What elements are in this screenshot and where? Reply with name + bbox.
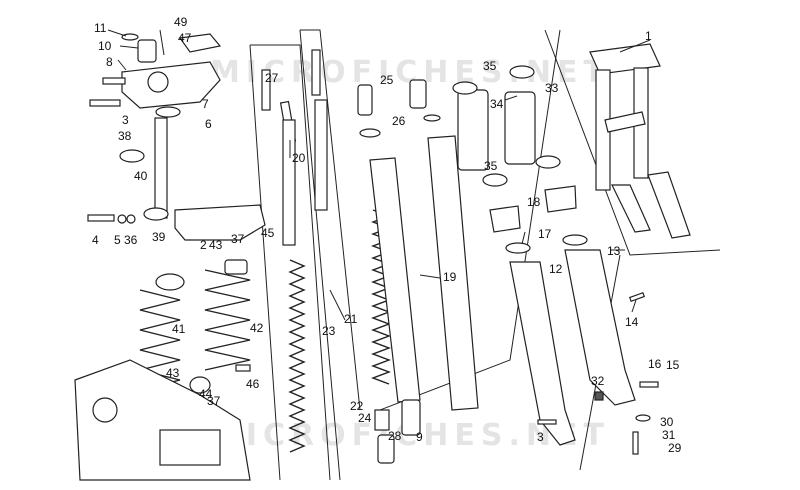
callout-41: 41 xyxy=(172,322,186,336)
callout-2: 2 xyxy=(200,238,207,252)
callout-32: 32 xyxy=(591,374,605,388)
callout-1: 1 xyxy=(645,29,652,43)
assembled-fork xyxy=(589,43,691,239)
fork-springs xyxy=(288,209,391,453)
callout-22: 22 xyxy=(350,399,364,413)
callout-43-bottom: 43 xyxy=(166,366,180,380)
engine-case xyxy=(74,359,251,481)
callout-39: 39 xyxy=(152,230,166,244)
callout-5: 5 xyxy=(114,233,121,247)
callout-4: 4 xyxy=(92,233,99,247)
callout-12: 12 xyxy=(549,262,563,276)
small-hardware xyxy=(224,259,659,464)
callout-26: 26 xyxy=(392,114,406,128)
callout-8: 8 xyxy=(106,55,113,69)
callout-14: 14 xyxy=(625,315,639,329)
callout-45: 45 xyxy=(261,226,275,240)
callout-18: 18 xyxy=(527,195,541,209)
callout-30: 30 xyxy=(660,415,674,429)
callout-10: 10 xyxy=(98,39,112,53)
watermark-top: MICROFICHES.NET xyxy=(210,55,610,90)
callout-40: 40 xyxy=(134,169,148,183)
callout-20: 20 xyxy=(292,151,306,165)
callout-37-top: 37 xyxy=(231,232,245,246)
callout-3: 3 xyxy=(122,113,129,127)
callout-15: 15 xyxy=(666,358,680,372)
callout-49: 49 xyxy=(174,15,188,29)
callout-6: 6 xyxy=(205,117,212,131)
leader-lines xyxy=(107,29,651,321)
callout-44: 44 xyxy=(199,387,213,401)
damper-rods xyxy=(261,49,328,246)
callout-27: 27 xyxy=(265,71,279,85)
callout-13: 13 xyxy=(607,244,621,258)
callout-19: 19 xyxy=(443,270,457,284)
callout-3-bottom: 3 xyxy=(537,430,544,444)
callout-43-top: 43 xyxy=(209,238,223,252)
callout-28: 28 xyxy=(388,429,402,443)
callout-24: 24 xyxy=(358,411,372,425)
callout-29: 29 xyxy=(668,441,682,455)
callout-46: 46 xyxy=(246,377,260,391)
callout-47: 47 xyxy=(178,31,192,45)
rear-shocks xyxy=(139,269,251,394)
callout-17: 17 xyxy=(538,227,552,241)
callout-9: 9 xyxy=(416,430,423,444)
callout-35-top: 35 xyxy=(483,59,497,73)
callout-38: 38 xyxy=(118,129,132,143)
fork-tubes xyxy=(369,89,536,411)
top-yoke-assembly xyxy=(87,29,266,241)
callout-34: 34 xyxy=(490,97,504,111)
fork-seals xyxy=(357,65,588,254)
callout-23: 23 xyxy=(322,324,336,338)
callout-33: 33 xyxy=(545,81,559,95)
callout-35-mid: 35 xyxy=(484,159,498,173)
callout-31: 31 xyxy=(662,428,676,442)
callout-42: 42 xyxy=(250,321,264,335)
lower-sliders xyxy=(509,249,636,446)
callout-21: 21 xyxy=(344,312,358,326)
callout-7: 7 xyxy=(202,97,209,111)
callout-25: 25 xyxy=(380,73,394,87)
callout-37-bottom: 37 xyxy=(207,394,221,408)
callout-36: 36 xyxy=(124,233,138,247)
callout-16: 16 xyxy=(648,357,662,371)
callout-11: 11 xyxy=(94,21,107,35)
callout-labels: 11 49 47 10 8 1 27 25 35 33 34 7 3 6 26 … xyxy=(92,15,682,455)
